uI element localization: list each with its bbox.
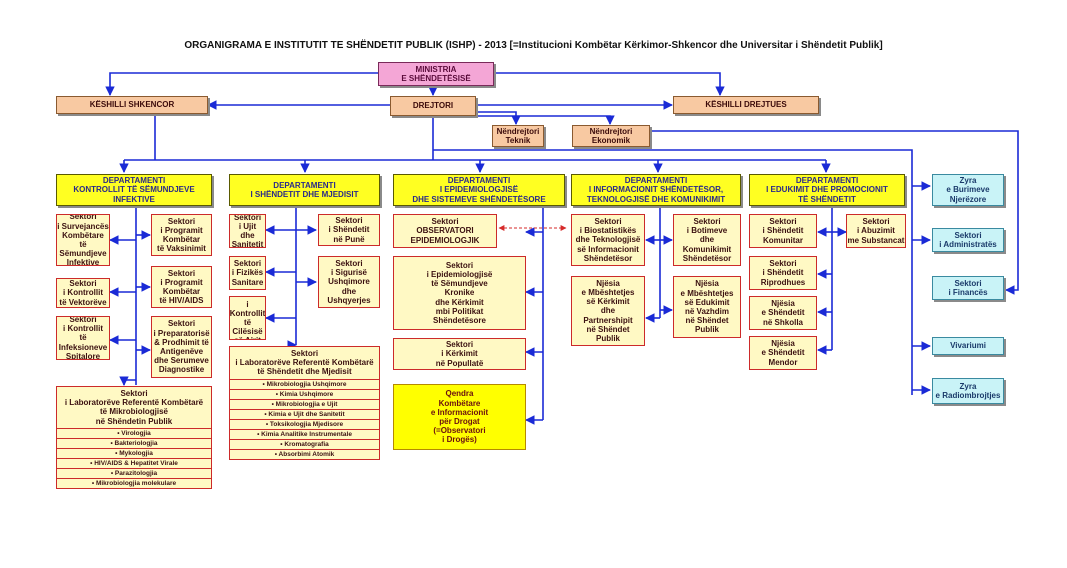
qendra-box: Qendra Kombëtare e Informacionit për Dro…: [393, 384, 526, 450]
department-header: DEPARTAMENTI I SHËNDETIT DHE MJEDISIT: [229, 174, 380, 206]
nendrejtori-ekonomik-box: Nëndrejtori Ekonomik: [572, 125, 650, 147]
department-header: DEPARTAMENTI KONTROLLIT TË SËMUNDJEVE IN…: [56, 174, 212, 206]
lab-item: • Virologjia: [57, 427, 211, 438]
sector-box: Sektori i Epidemiologjisë të Sëmundjeve …: [393, 256, 526, 330]
sector-box: Njësia e Shëndetit Mendor: [749, 336, 817, 370]
admin-office-box: Zyra e Burimeve Njerëzore: [932, 174, 1004, 206]
admin-office-box: Sektori i Financës: [932, 276, 1004, 300]
sector-box: Sektori i Botimeve dhe Komunikimit Shënd…: [673, 214, 741, 266]
sector-box: Sektori i Programit Kombëtar të HIV/AIDS: [151, 266, 212, 308]
sector-box: Sektori i Shëndetit Riprodhues: [749, 256, 817, 290]
sector-box: Sektori i Kontrollit të Cilësisë së Ajri…: [229, 296, 266, 340]
department-header: DEPARTAMENTI I EDUKIMIT DHE PROMOCIONIT …: [749, 174, 905, 206]
sector-box: Sektori i Kontrollit të Vektorëve: [56, 278, 110, 308]
sector-box: Sektori i Kontrollit të Infeksioneve Spi…: [56, 316, 110, 360]
lab-item: • Mikrobiologjia e Ujit: [230, 398, 379, 409]
sector-box: Sektori i Biostatistikës dhe Teknologjis…: [571, 214, 645, 266]
lab-item: • HIV/AIDS & Hepatitet Virale: [57, 457, 211, 468]
lab-item: • Kimia e Ujit dhe Sanitetit: [230, 408, 379, 419]
lab-item: • Bakteriologjia: [57, 437, 211, 448]
drejtori-box: DREJTORI: [390, 96, 476, 116]
chart-title: ORGANIGRAMA E INSTITUTIT TE SHËNDETIT PU…: [184, 40, 883, 51]
keshilli-drejtues-box: KËSHILLI DREJTUES: [673, 96, 819, 114]
sector-box: Sektori i Kërkimit në Popullatë: [393, 338, 526, 370]
admin-office-box: Vivariumi: [932, 337, 1004, 355]
admin-office-box: Zyra e Radiombrojtjes: [932, 378, 1004, 404]
admin-office-box: Sektori i Administratës: [932, 228, 1004, 252]
lab-sector-title: Sektori i Laboratorëve Referentë Kombëta…: [235, 349, 374, 377]
sector-box: Sektori i Sigurisë Ushqimore dhe Ushqyer…: [318, 256, 380, 308]
lab-item: • Toksikologjia Mjedisore: [230, 418, 379, 429]
sector-box: Njësia e Shëndetit në Shkolla: [749, 296, 817, 330]
sector-box: Sektori i Shëndetit në Punë: [318, 214, 380, 246]
department-header: DEPARTAMENTI I EPIDEMIOLOGJISË DHE SISTE…: [393, 174, 565, 206]
keshilli-shkencor-box: KËSHILLI SHKENCOR: [56, 96, 208, 114]
lab-item: • Kimia Analitike Instrumentale: [230, 428, 379, 439]
lab-item: • Mikrobiologjia molekulare: [57, 477, 211, 488]
lab-item: • Kromatografia: [230, 438, 379, 449]
sector-box: Sektori i Survejancës Kombëtare të Sëmun…: [56, 214, 110, 266]
sector-box: Sektori i Preparatorisë & Prodhimit të A…: [151, 316, 212, 378]
ministria-box: MINISTRIA E SHËNDETËSISË: [378, 62, 494, 86]
lab-sector-box: Sektori i Laboratorëve Referentë Kombëta…: [229, 346, 380, 460]
sector-box: Sektori i Abuzimit me Substancat: [846, 214, 906, 248]
sector-box: Njësia e Mbështetjes së Edukimit në Vazh…: [673, 276, 741, 338]
lab-sector-title: Sektori i Laboratorëve Referentë Kombëta…: [64, 389, 204, 426]
lab-item: • Kimia Ushqimore: [230, 388, 379, 399]
lab-item: • Mikrobiologjia Ushqimore: [230, 378, 379, 389]
sector-box: Sektori OBSERVATORI EPIDEMIOLOGJIK: [393, 214, 497, 248]
sector-box: Njësia e Mbështetjes së Kërkimit dhe Par…: [571, 276, 645, 346]
lab-item: • Parazitologjia: [57, 467, 211, 478]
sector-box: Sektori i Fizikës Sanitare: [229, 256, 266, 290]
sector-box: Sektori i Programit Kombëtar të Vaksinim…: [151, 214, 212, 256]
department-header: DEPARTAMENTI I INFORMACIONIT SHËNDETËSOR…: [571, 174, 741, 206]
lab-sector-box: Sektori i Laboratorëve Referentë Kombëta…: [56, 386, 212, 489]
sector-box: Sektori i Shëndetit Komunitar: [749, 214, 817, 248]
sector-box: Sektori i Ujit dhe Sanitetit: [229, 214, 266, 248]
nendrejtori-teknik-box: Nëndrejtori Teknik: [492, 125, 544, 147]
lab-item: • Mykologjia: [57, 447, 211, 458]
lab-item: • Absorbimi Atomik: [230, 448, 379, 459]
